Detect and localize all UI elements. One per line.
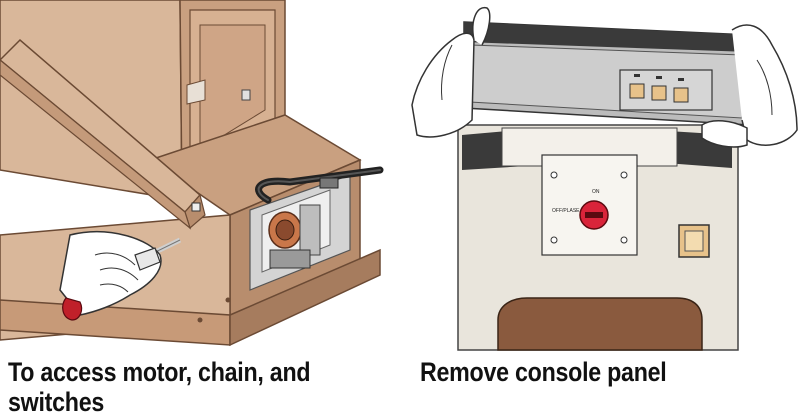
left-caption: To access motor, chain, and switches [8,357,311,417]
right-caption: Remove console panel [420,357,667,387]
left-hand [411,6,491,138]
lower-door [497,297,703,351]
right-hand [701,24,798,148]
console-panel [463,21,751,126]
motor-compartment [249,166,384,291]
switch-label-on: ON [592,189,600,195]
motor-access-illustration [0,0,392,356]
left-caption-line1: To access motor, chain, and [8,357,311,387]
left-caption-line2: switches [8,387,105,417]
console-cabinet: ON OFF/PLASE [457,124,739,351]
console-panel-illustration: ON OFF/PLASE [402,0,800,356]
hand-with-screwdriver [59,231,182,321]
switch-label-off: OFF/PLASE [552,208,580,214]
wooden-slat [0,38,206,230]
